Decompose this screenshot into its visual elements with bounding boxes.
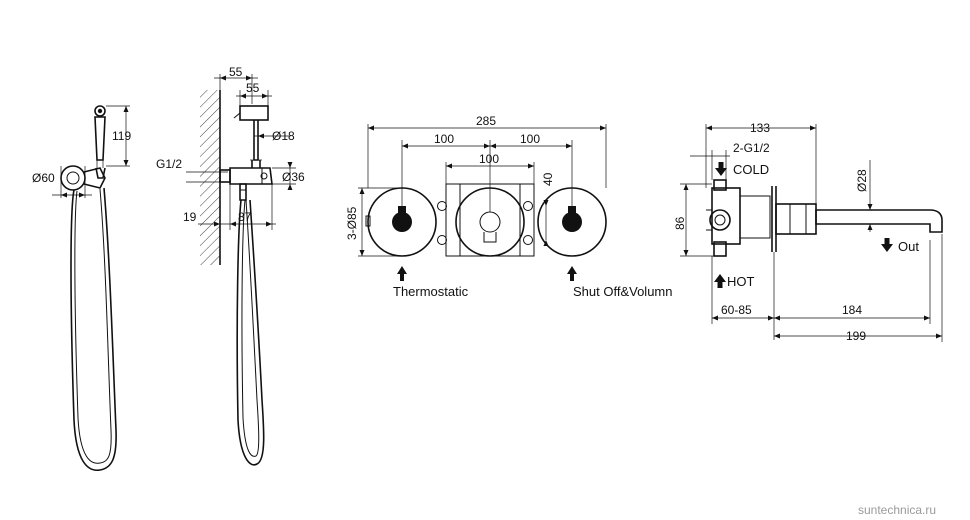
watermark: suntechnica.ru: [858, 503, 936, 517]
label-shutoff: Shut Off&Volumn: [573, 284, 673, 299]
dim-hand-d60: Ø60: [32, 171, 55, 185]
label-out: Out: [898, 239, 919, 254]
dim-side-184: 184: [842, 303, 862, 317]
dim-front-d85: 3-Ø85: [345, 206, 359, 240]
dim-hand-g12: G1/2: [156, 157, 182, 171]
label-hot: HOT: [727, 274, 755, 289]
valve-front-view: [358, 124, 607, 281]
dim-hand-19: 19: [183, 210, 197, 224]
dim-side-86: 86: [673, 216, 687, 230]
dim-front-40: 40: [541, 172, 555, 186]
dim-hand-d18: Ø18: [272, 129, 295, 143]
dim-side-6085: 60-85: [721, 303, 752, 317]
dim-hand-119: 119: [112, 129, 131, 143]
hand-shower-side-view: [186, 74, 296, 466]
hand-shower-front-view: [52, 105, 130, 471]
dim-side-g12: 2-G1/2: [733, 141, 770, 155]
dim-side-133: 133: [750, 121, 770, 135]
callout-labels: Thermostatic Shut Off&Volumn COLD HOT Ou…: [393, 162, 919, 299]
dim-front-100-right: 100: [520, 132, 540, 146]
label-thermostatic: Thermostatic: [393, 284, 469, 299]
dim-hand-55-top: 55: [229, 65, 243, 79]
dimension-labels: 55 55 119 Ø18 Ø60 G1/2 Ø36 19 87 285 100…: [32, 65, 869, 343]
label-cold: COLD: [733, 162, 769, 177]
valve-side-view: [680, 124, 943, 342]
dim-hand-55-inner: 55: [246, 81, 260, 95]
dim-front-100-mid: 100: [479, 152, 499, 166]
dim-side-199: 199: [846, 329, 866, 343]
dim-front-285: 285: [476, 114, 496, 128]
dim-side-d28: Ø28: [855, 169, 869, 192]
dim-hand-d36: Ø36: [282, 170, 305, 184]
dim-hand-87: 87: [238, 210, 252, 224]
dim-front-100-left: 100: [434, 132, 454, 146]
